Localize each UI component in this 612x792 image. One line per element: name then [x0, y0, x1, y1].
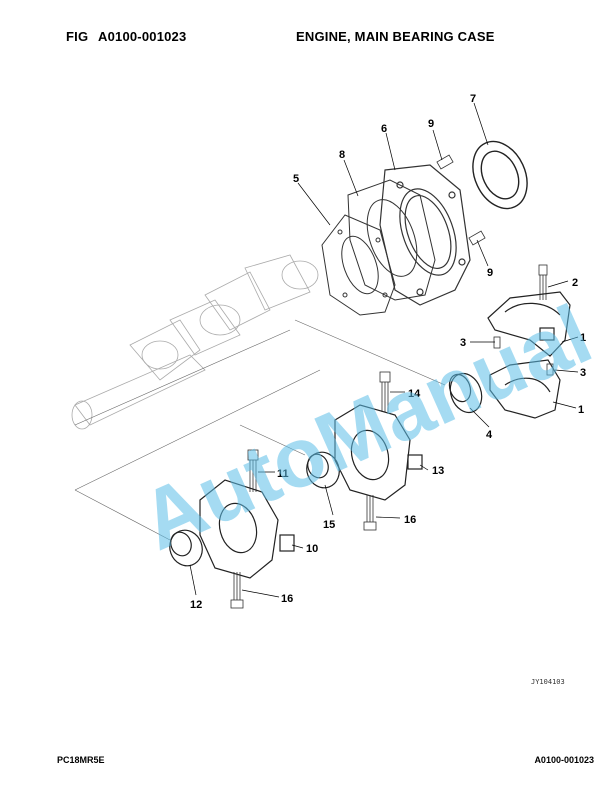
callout-3-left: 3	[460, 337, 466, 349]
seal-plate	[347, 179, 436, 301]
bearing-case-10	[199, 479, 295, 579]
drawing-reference: JY104103	[531, 678, 565, 686]
dowel-pin	[493, 336, 554, 376]
model-code: PC18MR5E	[57, 755, 105, 765]
bolt-11	[247, 449, 259, 492]
page-code: A0100-001023	[534, 755, 594, 765]
callout-8: 8	[339, 149, 345, 161]
fig-code: A0100-001023	[98, 29, 187, 44]
callout-16-upper: 16	[404, 514, 416, 526]
bolt-2	[538, 264, 548, 300]
callout-9-bottom: 9	[487, 267, 493, 279]
callout-1-lower: 1	[578, 404, 584, 416]
crankshaft	[71, 254, 319, 430]
callout-5: 5	[293, 173, 299, 185]
callout-7: 7	[470, 93, 476, 105]
callout-14: 14	[408, 388, 421, 400]
callout-9-top: 9	[428, 118, 434, 130]
bearing-case-13	[334, 404, 423, 501]
callout-labels: 7 6 9 8 5 9 2 1 3 3 1 4 14 13 16 15 11 1…	[190, 93, 586, 611]
bolt-9	[436, 154, 486, 246]
bolt-16-upper	[363, 495, 377, 531]
callout-3-right: 3	[580, 367, 586, 379]
bushing-4	[448, 372, 483, 414]
callout-1-upper: 1	[580, 332, 586, 344]
callout-15: 15	[323, 519, 335, 531]
bearing-cap-upper	[487, 291, 571, 357]
callout-6: 6	[381, 123, 387, 135]
callout-10: 10	[306, 543, 318, 555]
callout-2: 2	[572, 277, 578, 289]
callout-13: 13	[432, 465, 444, 477]
bolt-14	[379, 371, 391, 412]
bearing-cap-lower	[489, 359, 561, 419]
callout-leaders	[189, 102, 579, 598]
fig-label: FIG	[66, 29, 89, 44]
oil-seal	[472, 140, 528, 210]
seal-housing	[379, 164, 471, 306]
bushing-12	[169, 529, 203, 567]
callout-16-lower: 16	[281, 593, 293, 605]
watermark: AutoManual	[127, 287, 604, 568]
leader-lines	[74, 319, 446, 541]
bolt-16-lower	[230, 572, 244, 609]
callout-12: 12	[190, 599, 202, 611]
callout-11: 11	[277, 468, 289, 480]
callout-4: 4	[486, 429, 493, 441]
bushing-15	[306, 451, 340, 489]
page-title: ENGINE, MAIN BEARING CASE	[296, 29, 495, 44]
